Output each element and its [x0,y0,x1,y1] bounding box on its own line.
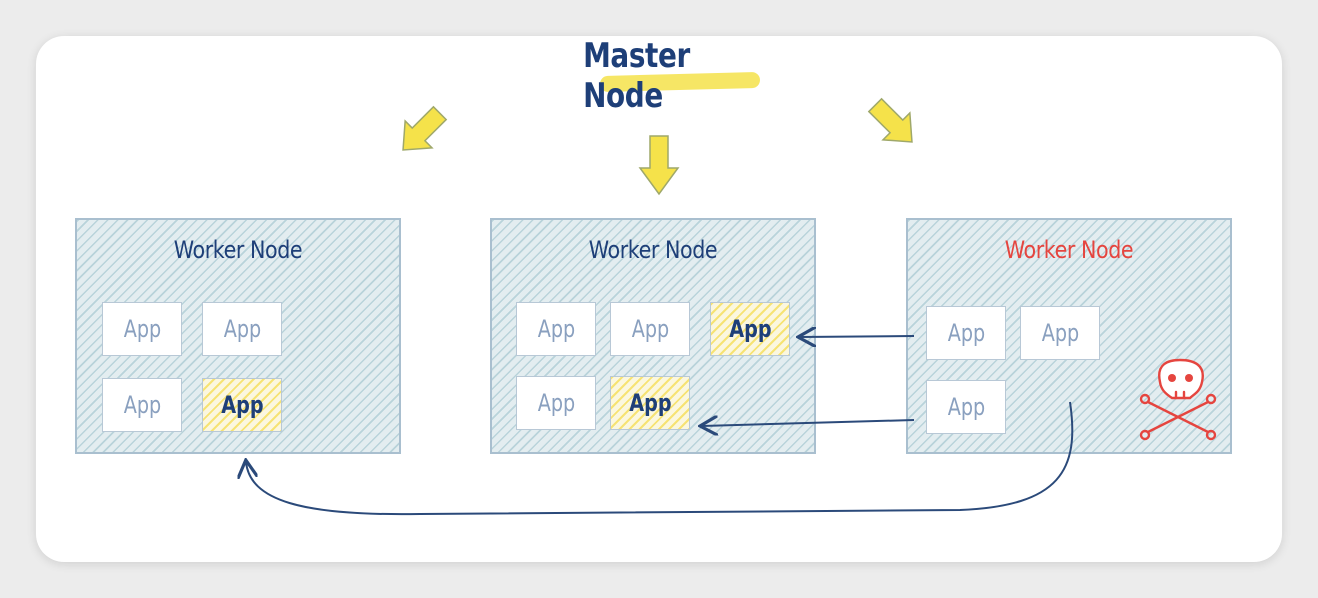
app-box: App [926,306,1006,360]
app-box: App [202,302,282,356]
app-box: App [516,376,596,430]
rescheduled-app-box: App [710,302,790,356]
app-box: App [1020,306,1100,360]
worker-node-2-label: Worker Node [588,236,718,264]
master-node-title: Master Node [583,36,690,116]
worker-node-2: Worker Node App App App App App [490,218,816,454]
app-box: App [102,378,182,432]
rescheduled-app-box: App [202,378,282,432]
worker-node-1: Worker Node App App App App [75,218,401,454]
worker-node-1-label: Worker Node [173,236,303,264]
worker-node-3-failed: Worker Node App App App [906,218,1232,454]
app-box: App [610,302,690,356]
app-box: App [102,302,182,356]
app-box: App [516,302,596,356]
rescheduled-app-box: App [610,376,690,430]
app-box: App [926,380,1006,434]
worker-node-3-label: Worker Node [1004,236,1134,264]
